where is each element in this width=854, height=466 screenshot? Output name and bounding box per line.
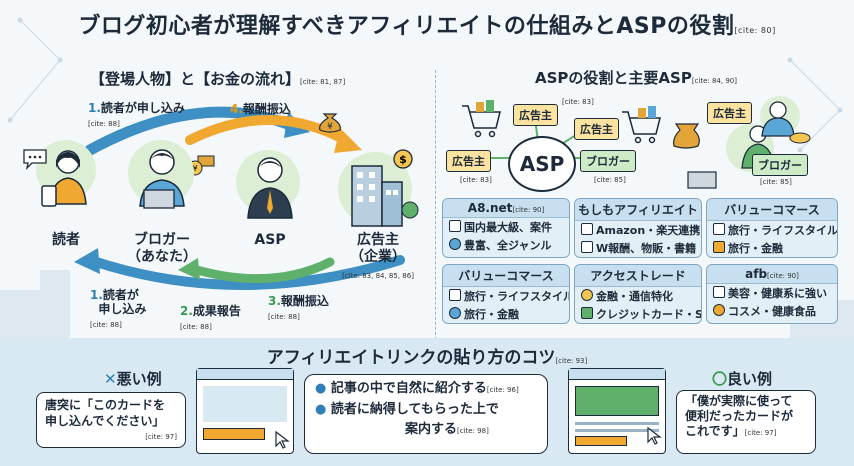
step-reward-top: 4.報酬振込: [230, 102, 291, 116]
cross-icon: ✕: [104, 370, 117, 388]
asp-center-node: ASP: [508, 136, 576, 192]
svg-text:¥: ¥: [327, 122, 333, 132]
building-small-icon: [449, 220, 461, 232]
circle-icon: 〇: [712, 370, 728, 388]
tag-advertiser-right: 広告主: [574, 118, 619, 140]
checkbox-icon: [581, 223, 593, 235]
globe-icon: [449, 238, 461, 250]
money-bag-icon: ¥: [319, 113, 341, 133]
asp-card-a8: A8.net[cite: 90] 国内最大級、案件 豊富、全ジャンル: [442, 198, 570, 258]
step-apply-top: 1.読者が申し込み [cite: 88]: [88, 101, 185, 128]
asp-card-valuecommerce-2: バリューコマース 旅行・ライフスタイル 旅行・金融: [442, 264, 570, 324]
page-title: ブログ初心者が理解すべきアフィリエイトの仕組みとASPの役割[cite: 80]: [78, 14, 776, 39]
checkbox-icon: [581, 241, 593, 253]
asp-card-valuecommerce-1: バリューコマース 旅行・ライフスタイル 旅行・金融: [706, 198, 838, 258]
role-blogger: ブロガー（あなた）: [127, 232, 197, 265]
tag-blogger-far: ブロガー: [752, 154, 808, 176]
bad-example-bubble: 唐突に「このカードを申し込んでください」 [cite: 97]: [36, 392, 186, 448]
flow-heading: 【登場人物】と【お金の流れ】[cite: 81, 87]: [90, 70, 346, 88]
arrow-report: [185, 257, 335, 284]
cart-icon-left: [462, 105, 501, 138]
bad-example-label: ✕悪い例: [104, 370, 162, 388]
step-report: 2.成果報告 [cite: 88]: [180, 304, 241, 331]
checkbox-icon: [449, 289, 461, 301]
dollar-coin-icon: $: [393, 149, 413, 169]
step-apply-bottom: 1.読者が 申し込み [cite: 88]: [90, 288, 147, 329]
asp-card-moshimo: もしもアフィリエイト Amazon・楽天連携 W報酬、物販・書籍: [574, 198, 702, 258]
asp-figure: [247, 157, 293, 219]
good-example-bubble: 「僕が実際に使って便利だったカードが これです」[cite: 97]: [676, 390, 816, 454]
cosmetic-icon: [713, 304, 725, 316]
money-bag-icon-right: [673, 123, 700, 149]
asp-card-afb: afb[cite: 90] 美容・健康系に強い コスメ・健康食品: [706, 264, 838, 324]
cursor-icon: [275, 430, 290, 449]
bad-example-mockup: [196, 368, 294, 454]
step-reward-bottom: 3.報酬振込 [cite: 88]: [268, 294, 329, 321]
tips-center-box: ● 記事の中で自然に紹介する[cite: 96] ● 読者に納得してもらった上で…: [304, 374, 548, 454]
flow-arrows: [74, 106, 405, 290]
cursor-icon-good: [647, 426, 662, 445]
role-reader: 読者: [52, 232, 80, 248]
dollar-icon: [581, 289, 593, 301]
asp-card-accesstrade: アクセストレード 金融・通信特化 クレジットカード・SIM: [574, 264, 702, 324]
checkbox-icon: [713, 286, 725, 298]
arrow-apply-bottom: [85, 255, 405, 290]
svg-text:¥: ¥: [192, 164, 197, 173]
tag-advertiser-top: 広告主: [513, 104, 558, 126]
role-advertiser: 広告主（企業） [cite: 83, 84, 85, 86]: [342, 232, 414, 280]
asp-heading: ASPの役割と主要ASP[cite: 84, 90]: [535, 69, 737, 87]
reader-figure: [41, 150, 87, 207]
chat-bubble-icon: [23, 149, 47, 170]
role-asp: ASP: [254, 232, 286, 248]
tag-blogger: ブロガー: [580, 150, 636, 172]
checkbox-icon: [713, 223, 725, 235]
good-example-label: 〇良い例: [712, 370, 773, 388]
tag-advertiser-left: 広告主: [446, 150, 491, 172]
card-icon: [713, 241, 725, 253]
building-icon: [351, 165, 419, 227]
tag-advertiser-far: 広告主: [707, 102, 752, 124]
tips-heading: アフィリエイトリンクの貼り方のコツ[cite: 93]: [266, 348, 588, 368]
plane-icon: [449, 307, 461, 319]
bar-chart-icon: [581, 307, 593, 319]
svg-text:$: $: [399, 153, 407, 166]
blogger-figure: [139, 149, 185, 209]
section-divider: [435, 70, 436, 340]
